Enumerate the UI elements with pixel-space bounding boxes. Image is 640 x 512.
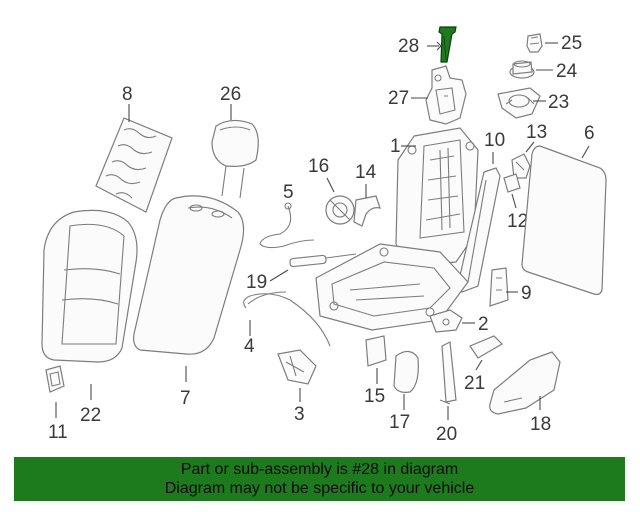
part-28-highlighted[interactable] (438, 26, 457, 63)
callout-6[interactable]: 6 (584, 123, 595, 144)
part-26-headrest[interactable] (211, 119, 259, 199)
banner-line-1: Part or sub-assembly is #28 in diagram (180, 461, 459, 478)
callout-20[interactable]: 20 (436, 424, 457, 445)
callout-15[interactable]: 15 (364, 386, 385, 407)
callout-14[interactable]: 14 (355, 162, 377, 183)
part-14[interactable] (353, 195, 381, 227)
callout-17[interactable]: 17 (389, 412, 410, 433)
callout-25[interactable]: 25 (561, 33, 582, 54)
part-8-spring-mat[interactable] (95, 117, 173, 213)
part-12[interactable] (503, 173, 521, 193)
arrow-28 (436, 41, 442, 51)
callout-23[interactable]: 23 (548, 92, 569, 113)
callout-28[interactable]: 28 (398, 36, 419, 57)
part-21[interactable] (469, 335, 503, 359)
callout-8[interactable]: 8 (122, 84, 133, 105)
callout-3[interactable]: 3 (294, 404, 305, 425)
part-23[interactable] (497, 87, 541, 119)
callout-12[interactable]: 12 (507, 211, 528, 232)
part-25[interactable] (526, 33, 543, 53)
part-5-cable[interactable] (259, 202, 315, 249)
part-18-side-trim[interactable] (489, 351, 561, 415)
part-17[interactable] (393, 350, 419, 393)
callout-9[interactable]: 9 (521, 283, 532, 304)
callout-4[interactable]: 4 (244, 336, 255, 357)
part-3[interactable] (277, 349, 317, 385)
seat-base-frame (315, 243, 469, 331)
parts-diagram: 28 25 24 23 27 1 (41, 26, 607, 445)
callout-11[interactable]: 11 (48, 422, 68, 443)
callout-1[interactable]: 1 (390, 136, 401, 157)
part-info-banner: Part or sub-assembly is #28 in diagram D… (14, 457, 625, 501)
callout-18[interactable]: 18 (530, 414, 551, 435)
leader-21 (475, 359, 483, 371)
callout-2[interactable]: 2 (478, 314, 489, 335)
callout-21[interactable]: 21 (464, 373, 485, 394)
leader-16 (326, 177, 335, 193)
banner-line-2: Diagram may not be specific to your vehi… (164, 480, 475, 497)
part-6-back-panel[interactable] (521, 145, 607, 296)
callout-27[interactable]: 27 (388, 88, 409, 109)
callout-26[interactable]: 26 (220, 84, 241, 105)
part-16[interactable] (325, 195, 355, 225)
part-11[interactable] (45, 365, 65, 393)
part-24[interactable] (509, 60, 535, 79)
callout-13[interactable]: 13 (526, 122, 547, 143)
callout-10[interactable]: 10 (484, 130, 505, 151)
part-19-strut[interactable] (289, 253, 357, 268)
part-2[interactable] (429, 309, 463, 333)
part-9[interactable] (489, 267, 509, 307)
part-4-cable[interactable] (243, 291, 331, 347)
callout-5[interactable]: 5 (283, 182, 294, 203)
leader-13 (525, 141, 535, 153)
part-20-lever[interactable] (439, 341, 457, 405)
part-22-cushion-cover[interactable] (41, 209, 138, 363)
part-27[interactable] (425, 65, 467, 125)
part-7-seat-back-cover[interactable] (133, 195, 245, 355)
callout-24[interactable]: 24 (556, 61, 578, 82)
callout-22[interactable]: 22 (80, 405, 101, 426)
callout-7[interactable]: 7 (180, 388, 191, 409)
part-1-seat-frame[interactable] (395, 127, 479, 267)
callout-16[interactable]: 16 (308, 156, 329, 177)
part-15[interactable] (365, 335, 387, 367)
callout-19[interactable]: 19 (246, 272, 267, 293)
leader-12 (511, 193, 517, 209)
leader-19 (269, 269, 289, 282)
leader-6 (581, 145, 590, 159)
